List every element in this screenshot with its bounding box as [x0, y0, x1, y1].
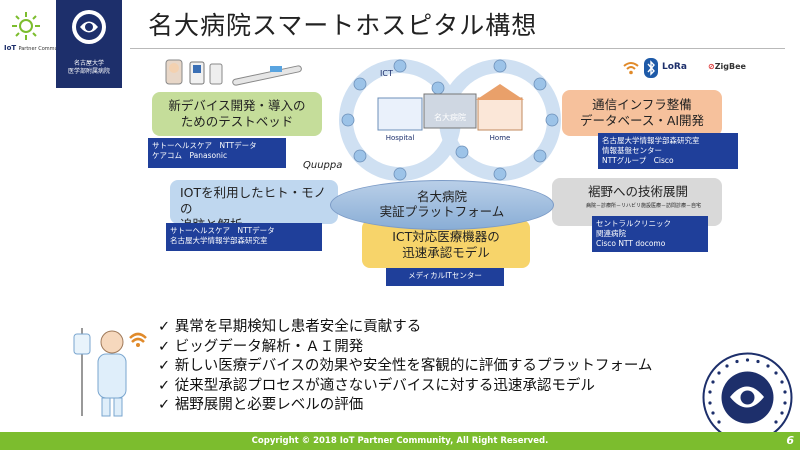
box-ict-device: ICT対応医療機器の 迅速承認モデル	[362, 220, 530, 268]
lora-logo: LoRa	[662, 62, 687, 72]
benefit-checklist: ✓ 異常を早期検知し患者安全に貢献する ✓ ビッグデータ解析・ＡＩ開発 ✓ 新し…	[158, 318, 652, 416]
medical-devices-illustration	[165, 59, 302, 86]
zigbee-label: ZigBee	[714, 62, 746, 71]
box-iot-tracking-partners: サトーヘルスケア NTTデータ 名古屋大学情報学部森研究室	[166, 223, 322, 251]
box-ict-device-title: ICT対応医療機器の 迅速承認モデル	[392, 229, 500, 260]
university-emblem-icon	[72, 10, 106, 44]
title-divider	[130, 48, 785, 49]
wifi-icon	[623, 62, 639, 75]
copyright-text: Copyright © 2018 IoT Partner Community, …	[251, 436, 549, 446]
box-iot-tracking: IOTを利用したヒト・モノの 追跡と解析	[170, 180, 338, 232]
footer-bar: Copyright © 2018 IoT Partner Community, …	[0, 432, 800, 450]
university-name: 名古屋大学 医学部附属病院	[67, 60, 110, 75]
box-expand-partners: セントラルクリニック 関連病院 Cisco NTT docomo	[592, 216, 708, 252]
nagoya-university-hospital-seal-icon	[702, 352, 793, 443]
iot-label: IoT Partner Community	[4, 44, 68, 52]
check-item: ✓ 新しい医療デバイスの効果や安全性を客観的に評価するプラットフォーム	[158, 358, 653, 374]
iot-community-logo-icon	[12, 12, 40, 40]
patient-with-iv-illustration	[73, 328, 147, 417]
box-infra: 通信インフラ整備 データベース・AI開発	[562, 90, 722, 136]
platform-text: 名大病院 実証プラットフォーム	[379, 189, 505, 219]
box-infra-title: 通信インフラ整備 データベース・AI開発	[579, 97, 705, 128]
sidebar: IoT Partner Community 名古屋大学 医学部附属病院	[0, 0, 122, 432]
quuppa-logo: Quuppa	[303, 160, 343, 171]
box-expand-note: 病院－診療所－リハビリ施設医療－訪問診療－自宅	[586, 203, 702, 209]
platform-ellipse: 名大病院 実証プラットフォーム	[330, 180, 554, 230]
box-ict-device-partners: メディカルITセンター	[386, 268, 504, 286]
box-test-bed-title: 新デバイス開発・導入の ためのテストベッド	[168, 98, 306, 129]
zigbee-logo: ⊘ZigBee	[708, 62, 746, 71]
bluetooth-icon	[644, 58, 658, 78]
check-item: ✓ 従来型承認プロセスが適さないデバイスに対する迅速承認モデル	[158, 377, 595, 394]
box-infra-partners: 名古屋大学情報学部森研究室 情報基盤センター NTTグループ Cisco	[598, 133, 738, 169]
hospital-label: Hospital	[386, 134, 415, 142]
slide-title: 名大病院スマートホスピタル構想	[148, 11, 538, 40]
ict-label: ICT	[380, 69, 393, 78]
home-label: Home	[490, 134, 511, 142]
check-item: ✓ ビッグデータ解析・ＡＩ開発	[158, 338, 364, 355]
box-test-bed-partners: サトーヘルスケア NTTデータ ケアコム Panasonic	[148, 138, 286, 168]
hospital-home-network-diagram: Hospital Home 名大病院 ICT	[339, 59, 561, 181]
hospital-jp-label: 名大病院	[434, 112, 466, 122]
box-test-bed: 新デバイス開発・導入の ためのテストベッド	[152, 92, 322, 136]
page-number: 6	[786, 434, 794, 447]
check-item: ✓ 異常を早期検知し患者安全に貢献する	[158, 319, 422, 335]
check-item: ✓ 裾野展開と必要レベルの評価	[158, 397, 364, 413]
box-expand-title: 裾野への技術展開	[588, 184, 689, 199]
